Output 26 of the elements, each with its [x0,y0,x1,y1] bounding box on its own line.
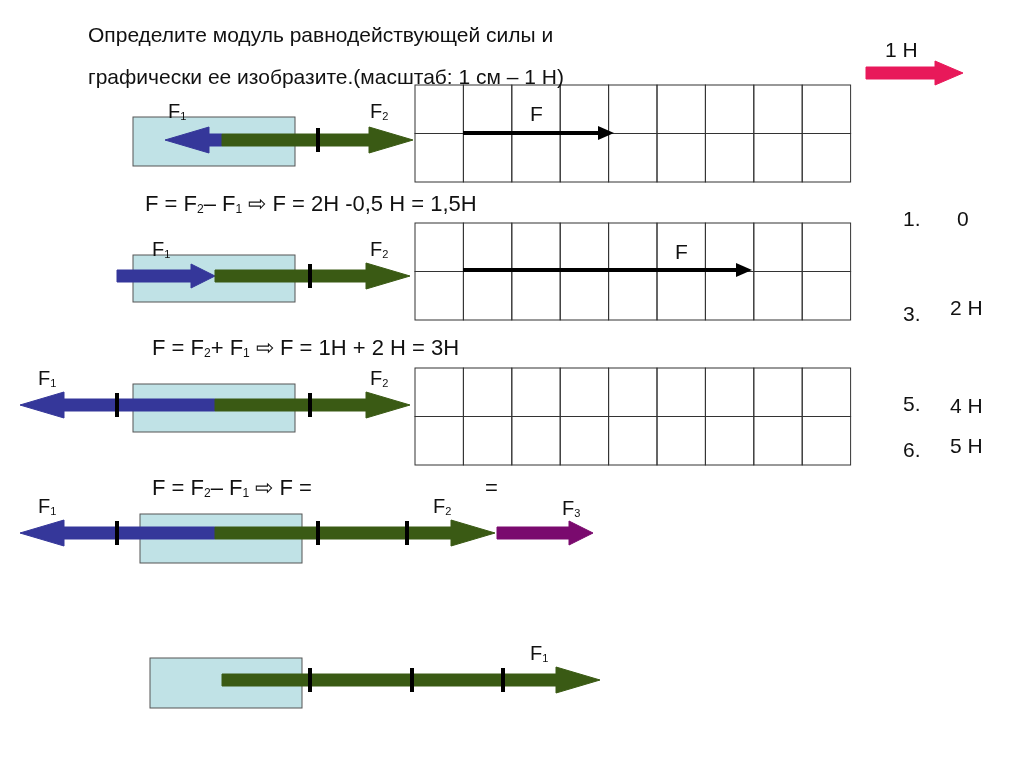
option-value: 4 Н [950,394,983,418]
scale-label: 1 Н [885,38,918,62]
option-number: 6. [903,438,921,462]
option-value: 5 Н [950,434,983,458]
force-label: F$_{2}$ [370,238,389,260]
force-label: F$_{1}$ [38,495,57,517]
option-number: 5. [903,392,921,416]
force-label: F$_{2}$ [433,495,452,517]
equation: F = F$_{2}$+ F$_{1}$ ⇨ F = 1Н + 2 Н = 3Н [152,336,460,361]
equation: F = F$_{2}$– F$_{1}$ ⇨ F = 2Н -0,5 Н = 1,5Н [145,192,477,217]
force-label: F$_{1}$ [530,642,549,664]
equation: = [485,476,498,501]
option-value: 0 [957,207,969,231]
force-label: F$_{2}$ [370,367,389,389]
force-label: F$_{3}$ [562,497,581,519]
equation: F = F$_{2}$– F$_{1}$ ⇨ F = [152,476,312,501]
force-label: F$_{1}$ [152,238,171,260]
force-label: F$_{1}$ [38,367,57,389]
task-text: Определите модуль равнодействующей силы и графически ее изобразите.(масштаб: 1 см – 1 Н) [88,22,565,90]
option-number: 1. [903,207,921,231]
force-label: F [530,102,543,126]
force-label: F$_{1}$ [168,100,187,122]
force-label: F$_{2}$ [370,100,389,122]
option-value: 2 Н [950,296,983,320]
option-number: 3. [903,302,921,326]
force-label: F [675,240,688,264]
